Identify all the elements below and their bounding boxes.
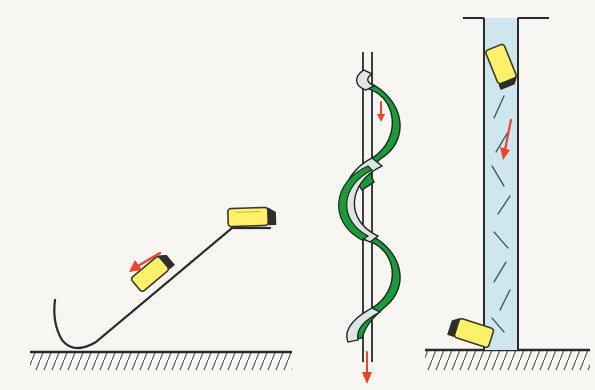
spiral-front-upper-2	[356, 69, 376, 91]
motion-arrow-spiral-small	[377, 101, 385, 122]
slide-chute	[53, 226, 272, 350]
ground-right	[425, 348, 590, 370]
spiral-tail	[346, 307, 382, 343]
motion-arrow-slide	[129, 251, 162, 272]
motion-arrow-tube	[500, 118, 513, 160]
spiral-front-lower	[338, 165, 374, 241]
package-box-falling	[485, 43, 518, 90]
package-box-top	[227, 206, 277, 228]
tumble-motion-lines	[491, 95, 511, 333]
spiral-chute-panel	[338, 52, 401, 384]
ground-hatch-right	[425, 350, 590, 370]
drop-tube-panel	[425, 17, 590, 370]
ground-hatch	[30, 352, 292, 370]
inclined-slide-panel	[30, 206, 292, 370]
ground-left	[30, 350, 292, 370]
package-box-landed	[447, 317, 495, 349]
package-box-sliding	[130, 254, 175, 293]
motion-arrow-spiral-down	[362, 351, 372, 384]
